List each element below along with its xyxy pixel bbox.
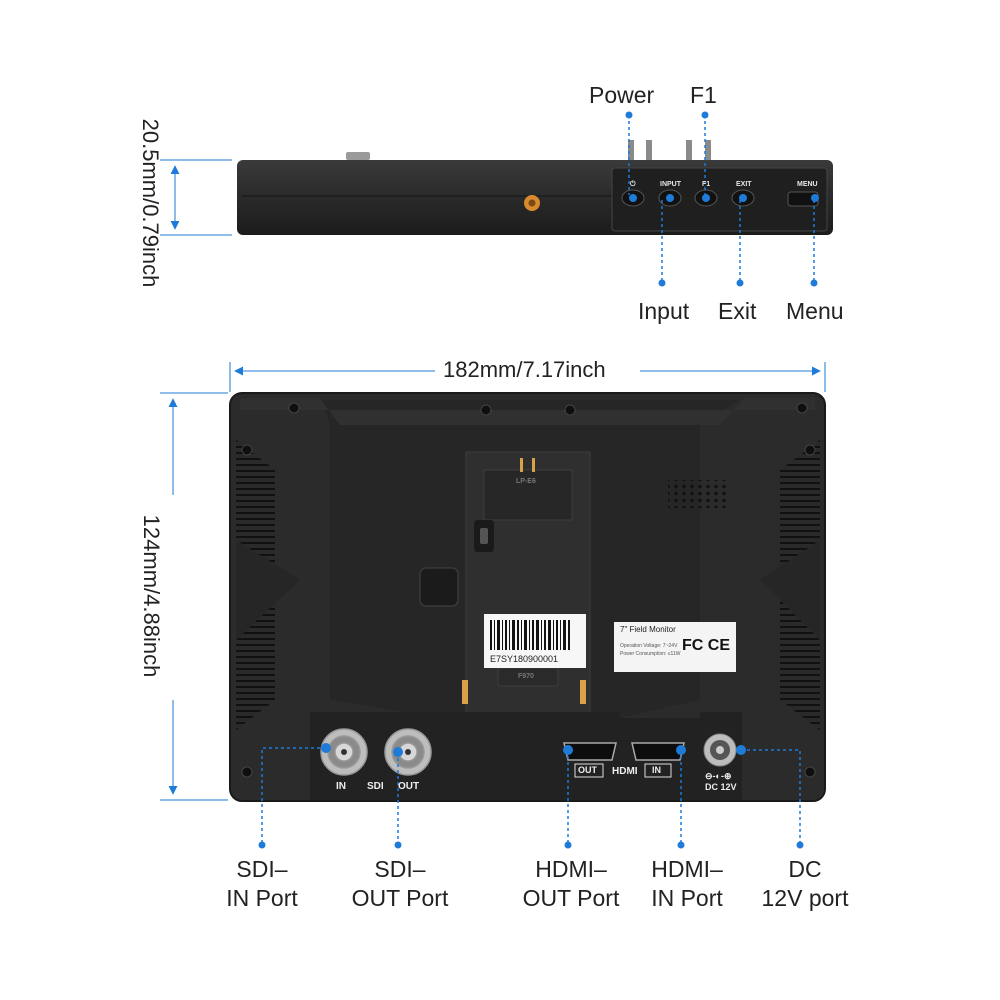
spec-label-title: 7" Field Monitor: [620, 625, 676, 634]
exit-button-label: EXIT: [736, 181, 752, 188]
menu-button-label: MENU: [797, 181, 818, 188]
exit-callout: Exit: [718, 298, 757, 324]
input-callout: Input: [638, 298, 690, 324]
width-dimension: 182mm/7.17inch: [443, 357, 606, 382]
hdmi-in-callout-line1: HDMI–: [651, 856, 723, 882]
back-height-dimension: 124mm/4.88inch: [139, 514, 164, 678]
battery-plate-label: LP-E6: [516, 478, 536, 485]
sdi-out-callout-line2: OUT Port: [351, 885, 449, 911]
hdmi-out-port-label: OUT: [578, 765, 597, 775]
back-view-device: [229, 392, 826, 802]
hdmi-in-callout-line2: IN Port: [651, 885, 723, 911]
dc-polarity-symbol: ⊖-◐-⊕: [705, 771, 732, 781]
top-height-dimension: 20.5mm/0.79inch: [138, 118, 163, 288]
sdi-in-callout-line1: SDI–: [236, 856, 288, 882]
dc-port-label: DC 12V: [705, 782, 737, 792]
sdi-in-callout-line2: IN Port: [226, 885, 298, 911]
dc-callout-line1: DC: [788, 856, 822, 882]
menu-callout: Menu: [786, 298, 844, 324]
battery-plate-bottom-label: F970: [518, 673, 534, 680]
barcode-serial: E7SY180900001: [490, 654, 559, 664]
f1-button-label: F1: [702, 181, 711, 188]
sdi-in-port-label: IN: [336, 781, 346, 792]
hdmi-port-label: HDMI: [612, 766, 638, 777]
top-view-device: [237, 140, 833, 235]
sdi-out-port-label: OUT: [398, 781, 420, 792]
hdmi-out-callout-line1: HDMI–: [535, 856, 607, 882]
hdmi-in-port-label: IN: [652, 765, 661, 775]
input-button-label: INPUT: [660, 181, 681, 188]
dc-callout-line2: 12V port: [761, 885, 849, 911]
sdi-out-callout-line1: SDI–: [374, 856, 426, 882]
sdi-port-label: SDI: [367, 781, 384, 792]
spec-label-line1: Operation Voltage: 7~24V: [620, 643, 678, 649]
fcc-ce-marks: FC CE: [682, 637, 730, 654]
spec-label-line2: Power Consumption: ≤11W: [620, 651, 681, 657]
f1-callout: F1: [690, 82, 717, 108]
power-callout: Power: [589, 82, 655, 108]
hdmi-out-callout-line2: OUT Port: [522, 885, 620, 911]
power-button-symbol: ⏻: [630, 181, 636, 188]
